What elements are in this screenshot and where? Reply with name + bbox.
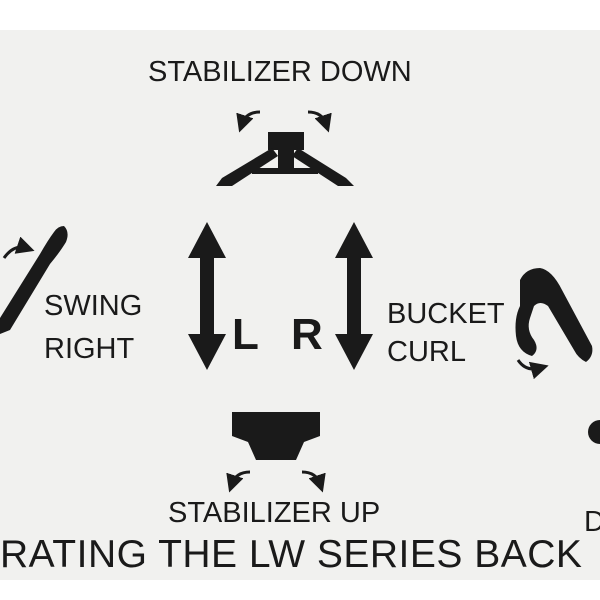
right-lever-letter: R xyxy=(291,310,323,359)
right-lever-arrow-icon xyxy=(335,222,373,370)
bucket-icon xyxy=(515,268,600,444)
right-edge-fragment-label: D xyxy=(584,506,600,538)
rotation-arrow-icon xyxy=(226,470,326,493)
stabilizer-up-icon xyxy=(232,412,320,460)
bucket-curl-label-line1: BUCKET xyxy=(387,298,505,330)
left-lever-letter: L xyxy=(232,310,259,359)
stabilizer-down-label: STABILIZER DOWN xyxy=(148,56,412,88)
control-decal xyxy=(0,30,600,580)
bucket-curl-label-line2: CURL xyxy=(387,336,466,368)
swing-right-label-line1: SWING xyxy=(44,290,143,322)
swing-boom-icon xyxy=(0,226,68,334)
stabilizer-up-label: STABILIZER UP xyxy=(168,497,381,529)
left-lever-arrow-icon xyxy=(188,222,226,370)
decal-footer-title: RATING THE LW SERIES BACK xyxy=(0,533,583,576)
swing-right-label-line2: RIGHT xyxy=(44,333,135,365)
rotation-arrow-icon xyxy=(236,110,332,133)
stabilizer-down-icon xyxy=(216,132,354,186)
